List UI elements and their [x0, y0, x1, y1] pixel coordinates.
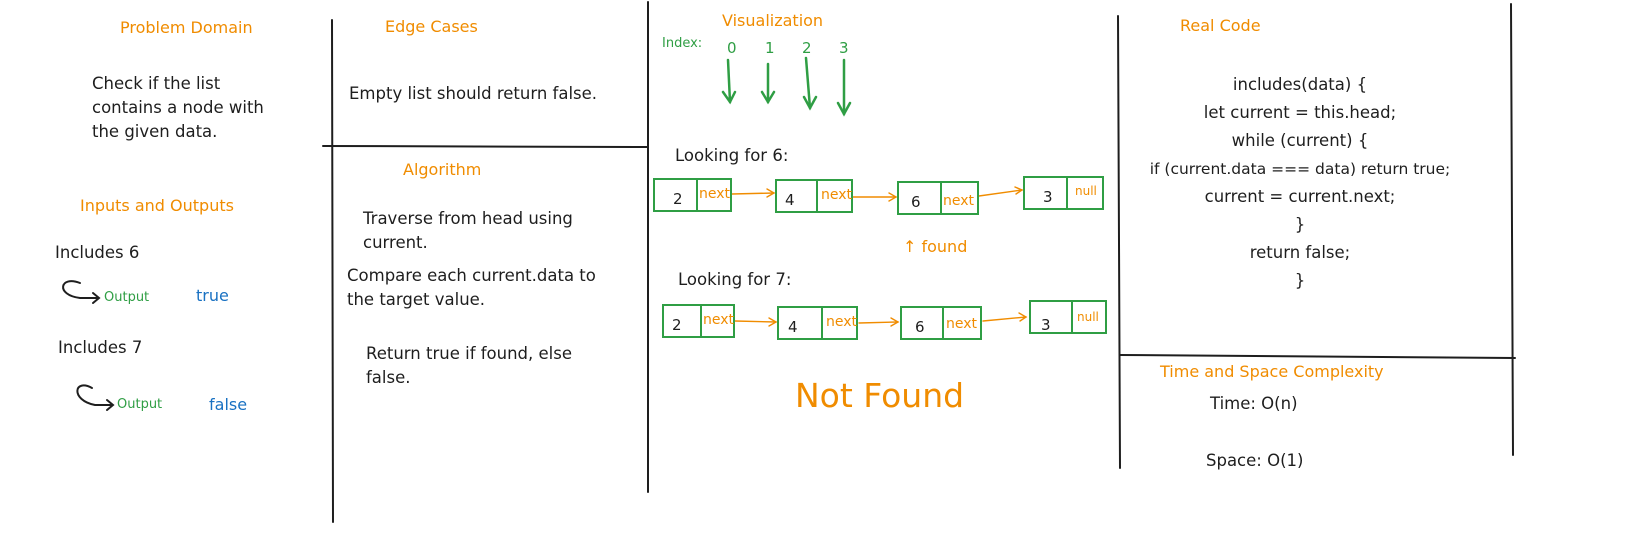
algorithm-step-2: Compare each current.data to the target … — [347, 264, 596, 312]
algorithm-step-line: current. — [363, 233, 428, 252]
list-node: 2 next — [662, 304, 735, 338]
output-arrow-1-head — [92, 292, 101, 304]
io-output-label-1: Output — [104, 290, 150, 305]
node-value: 4 — [785, 191, 795, 209]
node-value: 2 — [673, 190, 683, 208]
edge-cases-heading: Edge Cases — [385, 17, 478, 36]
complexity-heading: Time and Space Complexity — [1160, 362, 1384, 381]
space-complexity: Space: O(1) — [1206, 451, 1304, 470]
list-node: 6 next — [900, 306, 982, 340]
list-node: 3 null — [1023, 176, 1104, 210]
problem-domain-text: Check if the list contains a node with t… — [92, 72, 264, 144]
list-node: 3 null — [1029, 300, 1107, 334]
node-value: 2 — [672, 316, 682, 334]
problem-domain-heading: Problem Domain — [120, 18, 253, 37]
list-node: 4 next — [775, 179, 853, 213]
algorithm-step-3: Return true if found, else false. — [366, 342, 572, 390]
divider-6 — [1510, 3, 1514, 456]
node-pointer: next — [703, 312, 735, 328]
divider-1 — [331, 19, 334, 523]
index-1: 1 — [765, 39, 775, 57]
algorithm-step-line: false. — [366, 368, 411, 387]
search-7-label: Looking for 7: — [678, 270, 792, 289]
node-value: 6 — [915, 318, 925, 336]
time-complexity: Time: O(n) — [1210, 394, 1298, 413]
search-6-label: Looking for 6: — [675, 146, 789, 165]
algorithm-step-line: Return true if found, else — [366, 344, 573, 363]
divider-2 — [322, 145, 649, 148]
node-value: 3 — [1043, 188, 1053, 206]
visualization-heading: Visualization — [722, 11, 824, 30]
index-label: Index: — [662, 36, 703, 51]
found-marker: ↑ found — [903, 237, 968, 256]
node-pointer: next — [946, 316, 978, 332]
list-node: 2 next — [653, 178, 732, 212]
node-pointer: next — [699, 186, 731, 202]
node-pointer: null — [1075, 184, 1097, 198]
output-arrow-1 — [62, 280, 99, 299]
real-code-block: includes(data) { let current = this.head… — [1125, 71, 1475, 295]
index-0: 0 — [727, 39, 737, 57]
problem-domain-line: Check if the list — [92, 74, 221, 93]
output-arrow-2 — [76, 384, 113, 406]
algorithm-step-line: the target value. — [347, 290, 486, 309]
node-pointer: next — [821, 187, 853, 203]
edge-cases-text: Empty list should return false. — [349, 84, 598, 103]
node-pointer: null — [1077, 310, 1099, 324]
code-line: includes(data) { — [1232, 75, 1368, 94]
link-arrow-b1 — [734, 320, 777, 323]
node-pointer: next — [943, 193, 975, 209]
io-input-2: Includes 7 — [58, 338, 143, 357]
index-arrow-0 — [726, 58, 732, 104]
list-node: 4 next — [777, 306, 858, 340]
not-found-text: Not Found — [795, 376, 965, 415]
problem-domain-line: contains a node with — [92, 98, 264, 117]
index-arrow-2 — [804, 56, 812, 110]
code-line: } — [1294, 271, 1306, 290]
code-line: } — [1294, 215, 1306, 234]
real-code-heading: Real Code — [1180, 16, 1261, 35]
code-line: while (current) { — [1231, 131, 1369, 150]
algorithm-heading: Algorithm — [403, 160, 482, 179]
io-heading: Inputs and Outputs — [80, 196, 234, 215]
link-arrow-a3 — [978, 189, 1023, 197]
node-pointer: next — [826, 314, 858, 330]
link-arrow-b3 — [982, 316, 1027, 322]
node-value: 6 — [911, 193, 921, 211]
code-line: current = current.next; — [1204, 187, 1396, 206]
code-line: if (current.data === data) return true; — [1149, 160, 1451, 178]
io-input-1: Includes 6 — [55, 243, 140, 262]
io-output-label-2: Output — [117, 397, 163, 412]
algorithm-step-line: Traverse from head using — [363, 209, 573, 228]
algorithm-step-line: Compare each current.data to — [347, 266, 596, 285]
node-value: 3 — [1041, 316, 1051, 334]
output-arrow-2-head — [106, 399, 115, 411]
link-arrow-a1 — [731, 192, 775, 195]
divider-5 — [1119, 354, 1516, 359]
index-2: 2 — [802, 39, 812, 57]
node-value: 4 — [788, 318, 798, 336]
problem-domain-line: the given data. — [92, 122, 218, 141]
code-line: return false; — [1249, 243, 1351, 262]
link-arrow-b2 — [858, 321, 899, 324]
algorithm-step-1: Traverse from head using current. — [363, 207, 573, 255]
io-output-value-1: true — [196, 286, 229, 305]
io-output-value-2: false — [209, 395, 248, 414]
divider-4 — [1117, 15, 1121, 469]
list-node-found: 6 next — [897, 181, 979, 215]
code-line: let current = this.head; — [1203, 103, 1397, 122]
index-3: 3 — [839, 39, 849, 57]
